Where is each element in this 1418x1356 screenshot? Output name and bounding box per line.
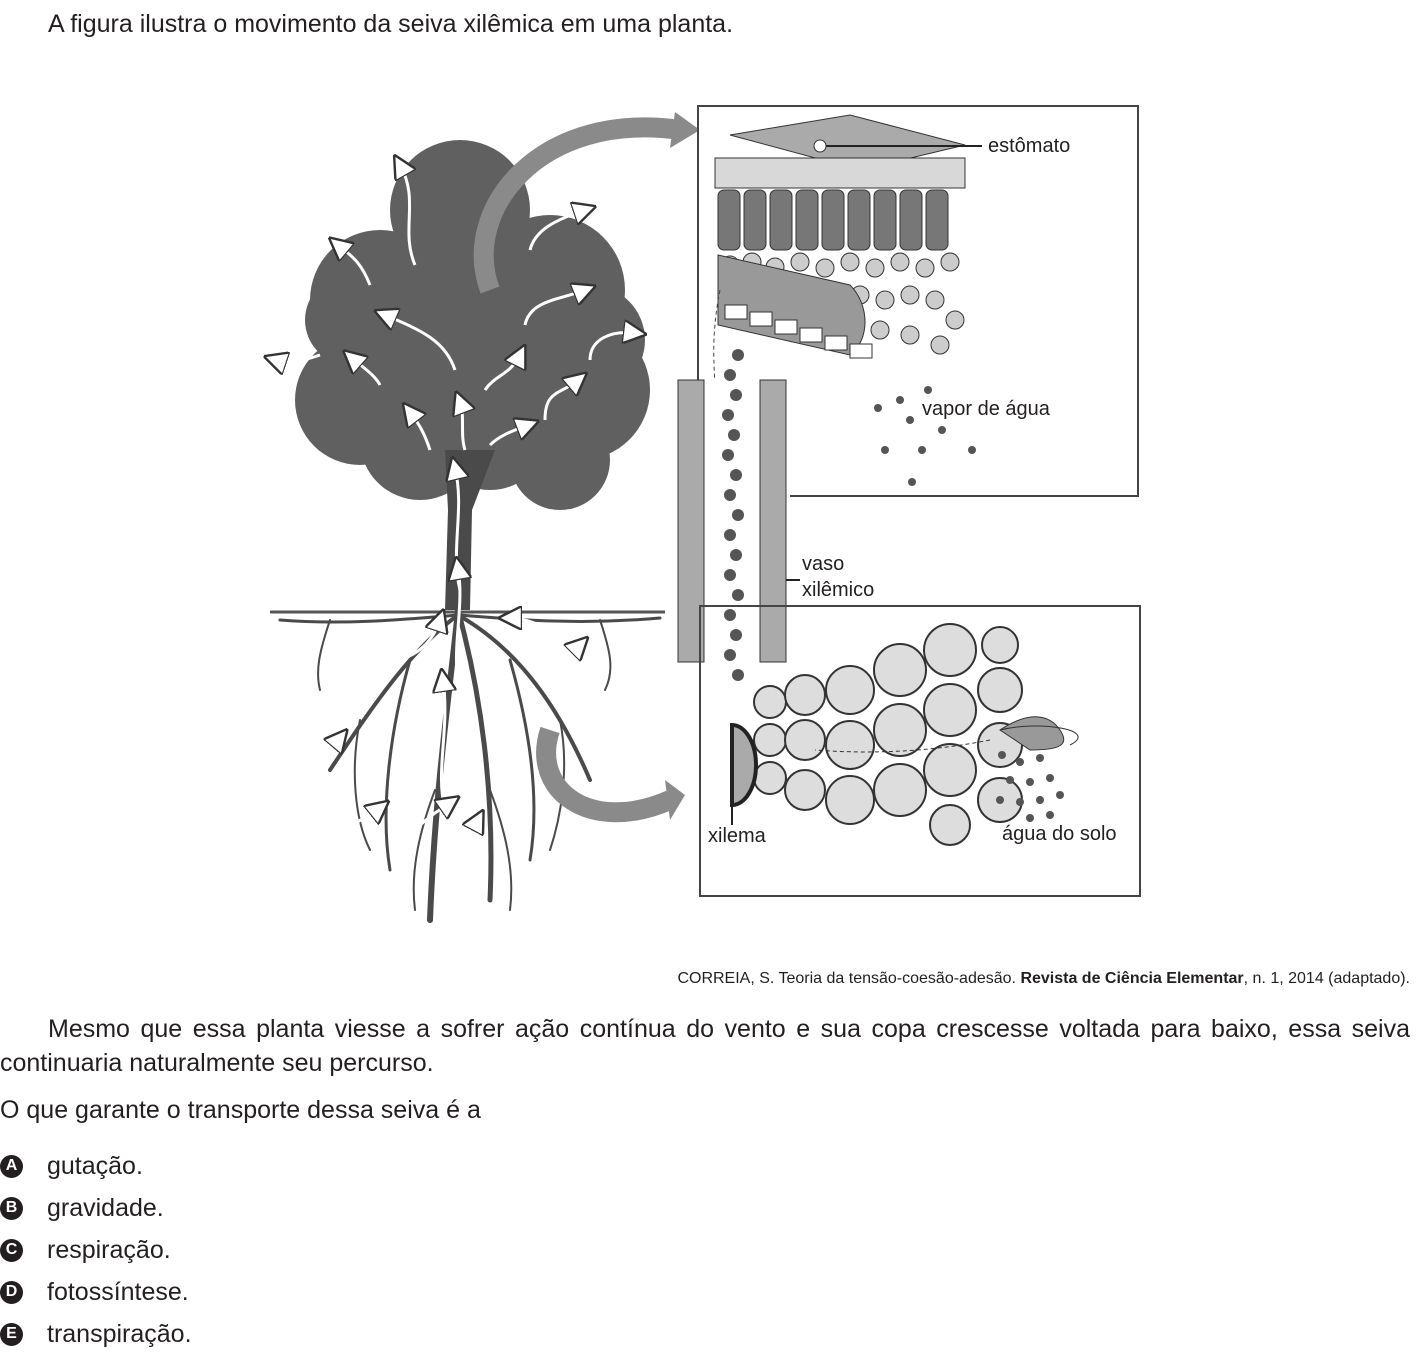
label-stomata: estômato [988,135,1070,157]
source-author: CORREIA, S. Teoria da tensão-coesão-ades… [677,970,1021,987]
option-a-letter: A [0,1154,23,1178]
intro-text: A figura ilustra o movimento da seiva xi… [48,10,734,38]
source-journal: Revista de Ciência Elementar [1020,970,1244,987]
option-b[interactable]: B gravidade. [0,1187,192,1229]
option-a-text: gutação. [47,1151,143,1180]
option-d-letter: D [0,1280,23,1304]
option-a[interactable]: A gutação. [0,1145,192,1187]
option-d[interactable]: D fotossíntese. [0,1271,192,1313]
label-vessel-line2: xilêmico [802,579,874,601]
label-vessel-line1: vaso [802,553,844,575]
option-b-letter: B [0,1196,23,1220]
xylem-sap-figure: estômato vapor de água vaso xilêmico [260,105,1141,923]
option-c[interactable]: C respiração. [0,1229,192,1271]
option-c-letter: C [0,1238,23,1262]
root-detail-panel: xilema água do solo [699,605,1141,897]
label-xylem: xilema [708,825,767,847]
option-d-text: fotossíntese. [47,1277,189,1306]
leaf-detail-panel: estômato vapor de água [697,105,1139,497]
option-e[interactable]: E transpiração. [0,1313,192,1355]
question-stem: O que garante o transporte dessa seiva é… [0,1096,481,1124]
source-details: , n. 1, 2014 (adaptado). [1243,970,1410,987]
option-e-text: transpiração. [47,1319,192,1348]
option-c-text: respiração. [47,1235,171,1264]
label-water-vapor: vapor de água [922,398,1051,420]
label-soil-water: água do solo [1002,823,1117,845]
tree-illustration [270,112,700,923]
option-e-letter: E [0,1322,23,1346]
xylem-vessel: vaso xilêmico [677,349,874,681]
answer-options: A gutação. B gravidade. C respiração. D … [0,1145,192,1355]
option-b-text: gravidade. [47,1193,164,1222]
source-citation: CORREIA, S. Teoria da tensão-coesão-ades… [677,970,1410,988]
context-paragraph: Mesmo que essa planta viesse a sofrer aç… [0,1015,1410,1077]
